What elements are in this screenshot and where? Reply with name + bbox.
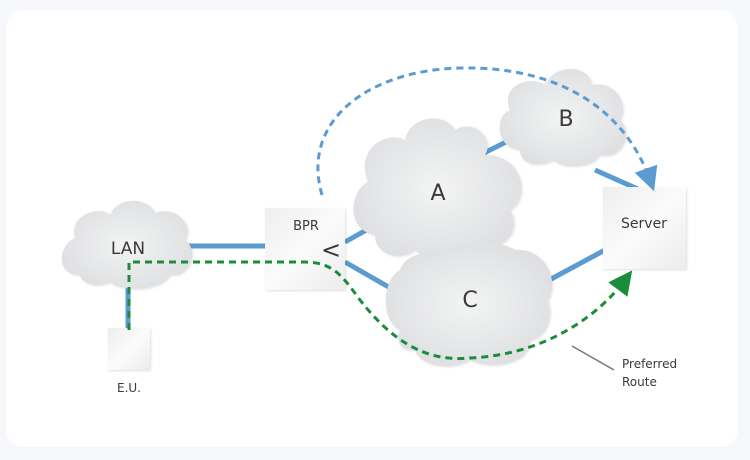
server-box[interactable] (603, 187, 686, 269)
cloud-icon (385, 242, 553, 366)
alternate-route (316, 66, 658, 196)
cloud-c[interactable] (385, 242, 553, 366)
cloud-lan[interactable] (61, 200, 193, 289)
eu-box[interactable] (108, 328, 150, 370)
bpr-box[interactable] (265, 208, 345, 290)
bpr-symbol: < (321, 236, 341, 264)
lan-label: LAN (111, 239, 145, 259)
cloud-c-label: C (462, 288, 477, 313)
cloud-icon (353, 118, 522, 259)
cloud-b-label: B (558, 107, 573, 132)
cloud-a-label: A (430, 181, 445, 206)
annotation-pointer (571, 345, 615, 371)
preferred-route-label-line2: Route (622, 375, 657, 389)
preferred-route-label-line1: Preferred (622, 357, 677, 371)
server-label: Server (621, 216, 667, 232)
cloud-a[interactable] (353, 118, 522, 259)
cloud-icon (499, 68, 627, 167)
eu-label: E.U. (117, 381, 141, 395)
bpr-label: BPR (293, 219, 319, 234)
cloud-b[interactable] (499, 68, 627, 167)
link-b-server (593, 167, 642, 193)
preferred-route (127, 260, 633, 361)
cloud-icon (61, 200, 193, 289)
